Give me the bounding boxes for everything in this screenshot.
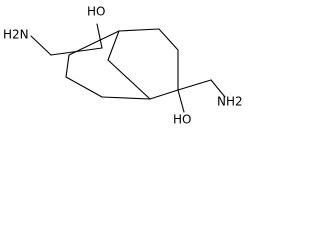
hydroxyl-label-top: HO	[87, 5, 105, 19]
bond-c-oh-top	[96, 23, 103, 49]
bond-c-oh-bottom	[177, 89, 185, 113]
substituent-bonds	[30, 23, 226, 113]
bond-c4-c5	[149, 89, 179, 100]
bond-c5-c6	[101, 96, 151, 100]
hydroxyl-label-bottom: HO	[173, 113, 191, 127]
bond-c6-c7	[65, 76, 103, 98]
bond-ch2-right	[177, 79, 212, 91]
bond-c1-c2	[118, 28, 160, 32]
amine-label-left: H2N	[3, 28, 29, 42]
bond-bridge-b	[107, 59, 151, 100]
bond-n-right	[210, 79, 226, 98]
ring-bonds	[65, 28, 179, 100]
amine-label-right: NH2	[217, 95, 243, 109]
label-mask-top	[86, 4, 108, 19]
bond-c2-c3	[158, 28, 179, 51]
bond-c7-c8	[65, 54, 70, 78]
molecule-structure-diagram: HO H2N HO NH2	[3, 4, 243, 127]
bond-n-left	[30, 35, 52, 56]
bond-bridge-a	[107, 30, 120, 61]
atom-labels: HO H2N HO NH2	[3, 4, 243, 127]
bond-ch2-left	[50, 47, 103, 56]
